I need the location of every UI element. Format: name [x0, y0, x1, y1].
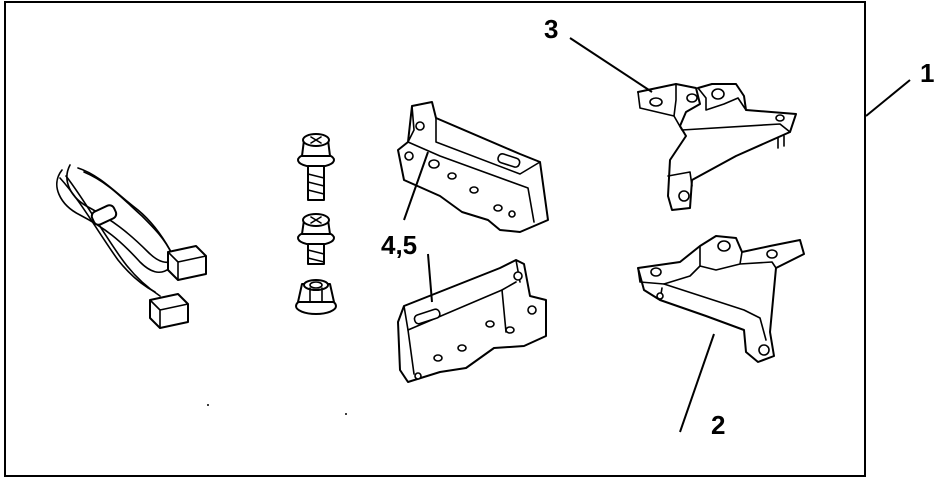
- bracket-3: [637, 83, 797, 211]
- flange-screw-short: [297, 213, 335, 265]
- speck: [207, 404, 209, 406]
- harness-tie: [90, 204, 118, 226]
- connector-b: [149, 293, 189, 329]
- bracket-4: [397, 101, 549, 233]
- connector-a: [167, 245, 207, 281]
- bracket-5: [397, 259, 547, 383]
- callout-3: 3: [544, 14, 558, 44]
- wire-harness: [56, 164, 207, 329]
- leader-line-3: [569, 37, 653, 93]
- leader-line-5: [427, 253, 433, 303]
- leader-line-1: [865, 79, 911, 117]
- callout-2: 2: [711, 410, 725, 440]
- flange-screw-long: [297, 133, 335, 201]
- callout-4-5: 4,5: [381, 230, 417, 260]
- leader-line-2: [679, 333, 715, 433]
- kit-frame: [4, 1, 866, 477]
- bracket-2: [637, 235, 805, 363]
- callout-1: 1: [920, 58, 934, 88]
- leader-line-4: [403, 151, 429, 221]
- flange-nut: [295, 279, 337, 315]
- speck: [345, 413, 347, 415]
